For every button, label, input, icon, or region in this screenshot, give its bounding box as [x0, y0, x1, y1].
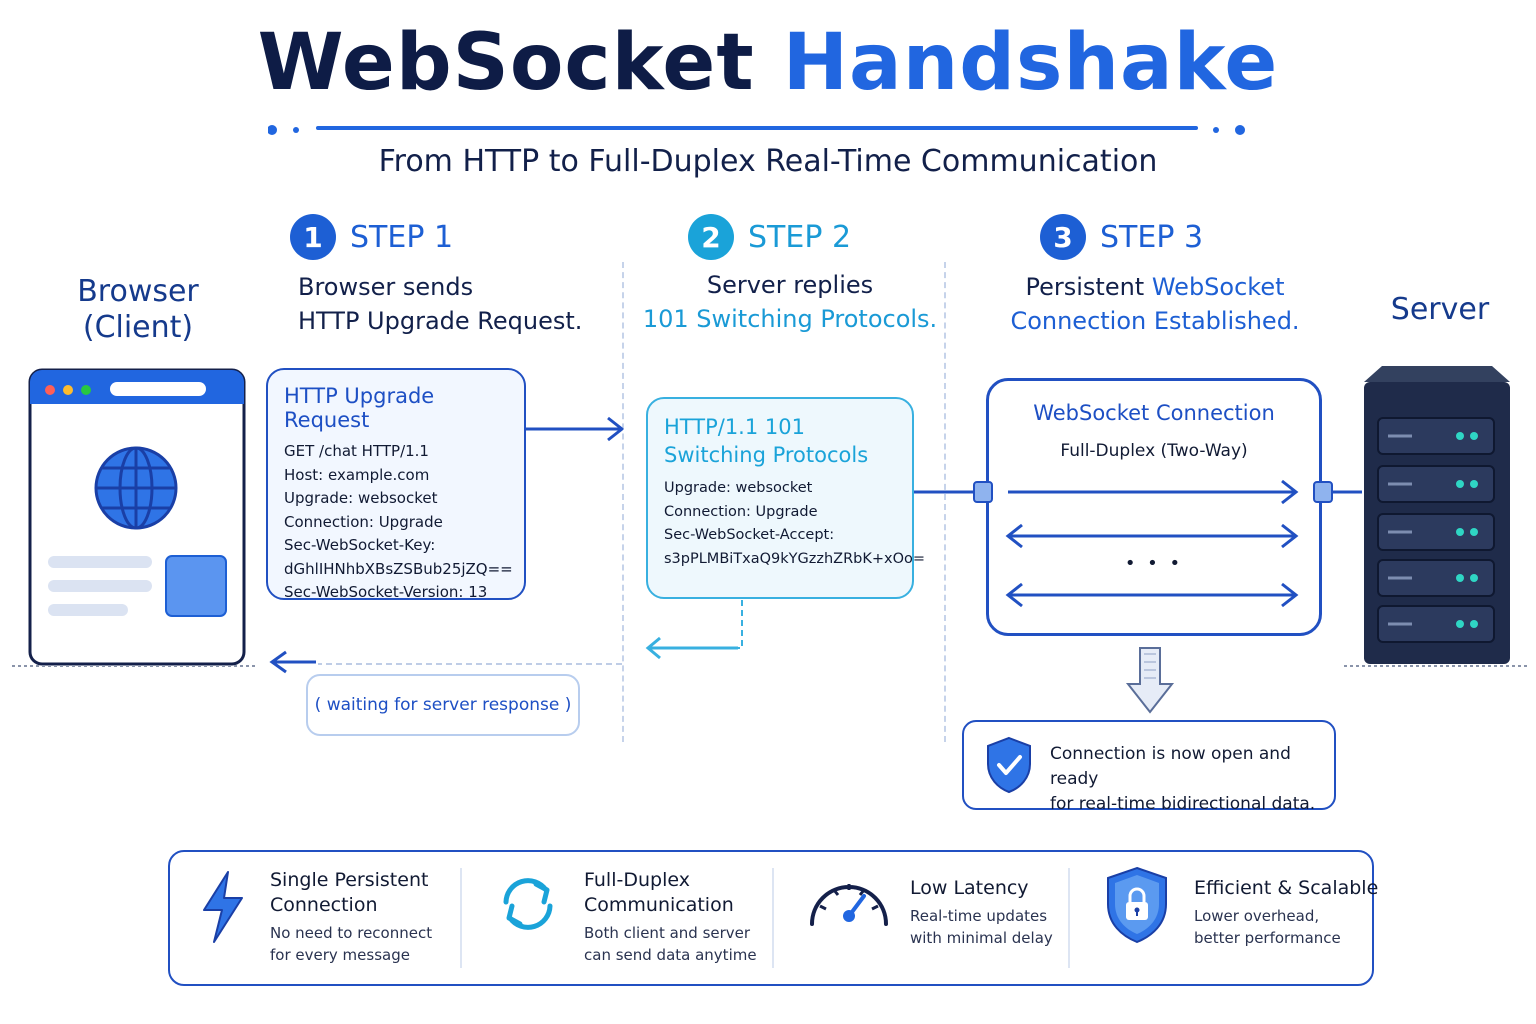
- more-messages-ellipsis: • • •: [1124, 553, 1184, 574]
- feature-desc-line-2: can send data anytime: [584, 946, 757, 964]
- request-line: Host: example.com: [284, 465, 430, 484]
- step-2-label: STEP 2: [748, 219, 852, 255]
- response-line: s3pPLMBiTxaQ9kYGzzhZRbK+xOo=: [664, 550, 926, 567]
- response-title-line-1: HTTP/1.1 101: [664, 415, 805, 439]
- request-arrow: [526, 416, 624, 442]
- features-panel: [168, 850, 1374, 986]
- feature-desc-line-1: Real-time updates: [910, 907, 1048, 925]
- switching-protocols-response-box: HTTP/1.1 101 Switching Protocols Upgrade…: [646, 397, 926, 599]
- feature-full-duplex: Full-Duplex Communication Both client an…: [584, 868, 757, 966]
- feature-desc-line-1: Lower overhead,: [1194, 907, 1320, 925]
- step-1-line-1: Browser sends: [298, 273, 474, 301]
- feature-title-line-1: Single Persistent: [270, 869, 429, 891]
- step-divider-1: [622, 262, 624, 742]
- title-part-websocket: WebSocket: [257, 18, 755, 108]
- feature-desc-line-2: better performance: [1194, 929, 1341, 947]
- page-title: WebSocket Handshake: [0, 18, 1536, 108]
- ready-note-line-1: Connection is now open and ready: [1050, 744, 1291, 789]
- speedometer-icon: [810, 884, 888, 926]
- connection-box-subtitle: Full-Duplex (Two-Way): [1060, 441, 1248, 461]
- step-3-number-badge: 3: [1040, 214, 1086, 260]
- request-line: dGhlIHNhbXBsZSBub25jZQ==: [284, 559, 513, 578]
- step-2-line-1: Server replies: [706, 271, 874, 299]
- request-line: Sec-WebSocket-Version: 13: [284, 583, 488, 601]
- step-3-header: 3 STEP 3: [1040, 212, 1203, 262]
- title-part-handshake: Handshake: [782, 18, 1279, 108]
- client-label: Browser (Client): [58, 274, 218, 346]
- step-3-line-1: Persistent WebSocket: [1000, 270, 1310, 304]
- step-2-number-badge: 2: [688, 214, 734, 260]
- response-box-title: HTTP/1.1 101 Switching Protocols: [664, 413, 896, 469]
- feature-low-latency: Low Latency Real-time updates with minim…: [910, 876, 1053, 949]
- feature-title-line-1: Efficient & Scalable: [1194, 877, 1379, 899]
- feature-single-connection: Single Persistent Connection No need to …: [270, 868, 432, 966]
- step-3-description: Persistent WebSocket Connection Establis…: [1000, 270, 1310, 338]
- feature-divider: [460, 868, 462, 968]
- step-2-line-2: 101 Switching Protocols.: [642, 305, 938, 333]
- step-3-line-1b: WebSocket: [1151, 273, 1285, 301]
- server-rack-icon: [1344, 366, 1528, 667]
- step-3-label: STEP 3: [1100, 219, 1204, 255]
- step-3-line-2: Connection Established.: [1010, 307, 1300, 335]
- step-1-description: Browser sends HTTP Upgrade Request.: [298, 270, 582, 338]
- request-line: Sec-WebSocket-Key:: [284, 536, 436, 554]
- client-label-line-2: (Client): [82, 310, 194, 345]
- down-arrow-icon: [1125, 647, 1175, 714]
- server-label: Server: [1390, 292, 1490, 327]
- step-divider-2: [944, 262, 946, 742]
- response-return-arrows: [269, 600, 743, 674]
- request-box-title: HTTP Upgrade Request: [284, 384, 435, 432]
- shield-lock-icon: [1107, 866, 1167, 944]
- response-line: Sec-WebSocket-Accept:: [664, 527, 835, 543]
- feature-title-line-1: Full-Duplex: [584, 869, 690, 891]
- feature-desc-line-2: with minimal delay: [910, 929, 1053, 947]
- feature-title-line-2: Communication: [584, 894, 734, 916]
- response-line: Upgrade: websocket: [664, 480, 813, 496]
- client-label-line-1: Browser: [77, 274, 199, 309]
- connection-box-title: WebSocket Connection: [1033, 401, 1275, 425]
- request-line: Upgrade: websocket: [284, 489, 438, 507]
- lightning-icon: [203, 871, 243, 943]
- feature-desc-line-1: No need to reconnect: [270, 924, 433, 942]
- ready-note-line-2: for real-time bidirectional data.: [1050, 794, 1316, 814]
- step-1-number-badge: 1: [290, 214, 336, 260]
- step-2-header: 2 STEP 2: [688, 212, 851, 262]
- feature-desc-line-2: for every message: [270, 946, 410, 964]
- step-3-line-1a: Persistent: [1025, 273, 1145, 301]
- feature-title-line-2: Connection: [270, 894, 378, 916]
- response-headers: Upgrade: websocket Connection: Upgrade S…: [664, 477, 926, 571]
- step-1-label: STEP 1: [350, 219, 454, 255]
- waiting-note: ( waiting for server response ): [306, 674, 580, 736]
- request-line: GET /chat HTTP/1.1: [284, 442, 429, 460]
- response-title-line-2: Switching Protocols: [664, 443, 869, 467]
- websocket-connection-box: WebSocket Connection Full-Duplex (Two-Wa…: [986, 378, 1322, 636]
- http-upgrade-request-box: HTTP Upgrade Request GET /chat HTTP/1.1 …: [266, 368, 526, 601]
- feature-desc-line-1: Both client and server: [584, 924, 751, 942]
- feature-divider: [1068, 868, 1070, 968]
- feature-title-line-1: Low Latency: [910, 877, 1029, 899]
- connection-links-and-arrows: [914, 479, 1362, 608]
- shield-check-icon: [987, 736, 1031, 794]
- step-2-description: Server replies 101 Switching Protocols.: [640, 268, 940, 336]
- feature-divider: [772, 868, 774, 968]
- sync-arrows-icon: [503, 878, 553, 930]
- title-underline: [268, 125, 1245, 135]
- page-subtitle: From HTTP to Full-Duplex Real-Time Commu…: [378, 144, 1158, 179]
- ready-note-text: Connection is now open and ready for rea…: [1050, 742, 1334, 817]
- step-1-line-2: HTTP Upgrade Request.: [298, 307, 583, 335]
- browser-window-icon: [12, 368, 258, 667]
- connection-ready-note: Connection is now open and ready for rea…: [962, 720, 1336, 814]
- feature-efficient-scalable: Efficient & Scalable Lower overhead, bet…: [1194, 876, 1378, 949]
- response-line: Connection: Upgrade: [664, 503, 818, 520]
- request-headers: GET /chat HTTP/1.1 Host: example.com Upg…: [284, 440, 513, 605]
- step-1-header: 1 STEP 1: [290, 212, 453, 262]
- request-line: Connection: Upgrade: [284, 512, 443, 531]
